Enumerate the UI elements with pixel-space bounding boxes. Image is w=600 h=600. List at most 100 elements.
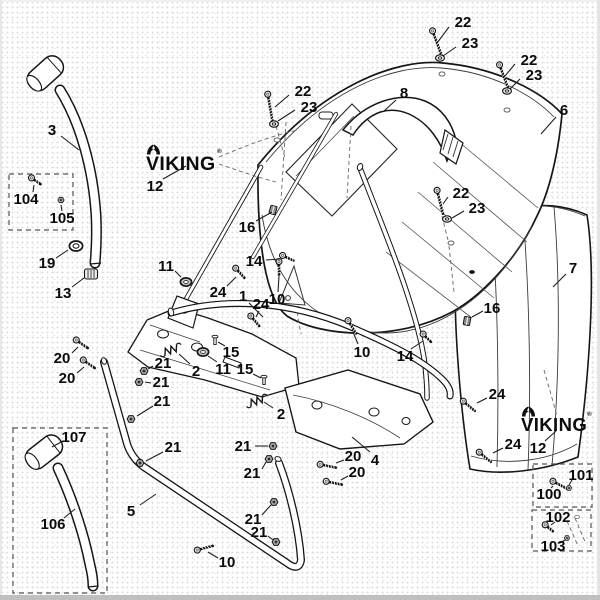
part-label-103: 103 <box>540 538 565 555</box>
part-label-15: 15 <box>237 361 254 378</box>
screw-24-c <box>459 397 477 413</box>
nut-103 <box>563 535 571 541</box>
leader-line <box>410 340 424 350</box>
part-label-4: 4 <box>371 452 380 469</box>
part-label-11: 11 <box>158 258 174 275</box>
screw-14-a <box>279 251 295 262</box>
leader-line <box>51 440 64 448</box>
screw-22-c <box>264 90 274 122</box>
part-support-strut-right <box>356 163 430 401</box>
leader-line <box>476 397 488 404</box>
screw-24-a <box>232 264 246 280</box>
washer-23-b <box>501 87 513 95</box>
clip-16-b <box>462 315 472 327</box>
leader-line <box>504 63 516 77</box>
part-label-5: 5 <box>127 503 135 520</box>
screw-20-a <box>72 336 90 350</box>
nut-105 <box>57 196 65 204</box>
ring-19 <box>68 240 84 252</box>
part-label-21: 21 <box>154 393 171 410</box>
screw-10-c <box>193 544 215 554</box>
part-label-12: 12 <box>530 440 547 457</box>
leader-line <box>71 346 79 354</box>
leader-line <box>261 461 267 470</box>
hood-hole-b <box>503 107 511 113</box>
part-label-22: 22 <box>521 52 538 69</box>
registered-mark: ® <box>217 147 222 155</box>
leader-line <box>352 331 359 345</box>
washer-23-a <box>434 54 446 62</box>
part-label-13: 13 <box>55 285 72 302</box>
screw-20-b <box>79 356 97 370</box>
screw-22-a <box>429 27 443 57</box>
screw-104 <box>27 174 42 186</box>
part-label-24: 24 <box>489 386 506 403</box>
hood-slot <box>318 111 334 120</box>
part-label-21: 21 <box>244 465 261 482</box>
leader-line <box>540 116 557 135</box>
part-tube-3 <box>26 55 102 269</box>
part-label-20: 20 <box>349 464 366 481</box>
leader-line <box>76 366 85 374</box>
screw-22-d <box>433 186 445 215</box>
part-label-21: 21 <box>153 374 170 391</box>
leader-line <box>139 493 157 506</box>
leader-line <box>471 310 484 318</box>
part-label-11: 11 <box>215 361 231 378</box>
spring-2-b <box>245 393 268 409</box>
part-tube-106 <box>24 434 99 592</box>
screw-20-d <box>322 477 344 487</box>
part-label-20: 20 <box>54 350 71 367</box>
screw-20-c <box>316 460 338 470</box>
leader-line <box>136 405 154 417</box>
screw-10-b <box>344 317 358 335</box>
part-label-22: 22 <box>455 14 472 31</box>
leader-line <box>217 341 226 347</box>
leader-line <box>63 508 76 519</box>
registered-mark: ® <box>587 410 592 418</box>
part-label-23: 23 <box>462 35 479 52</box>
part-label-23: 23 <box>301 99 318 116</box>
part-label-20: 20 <box>59 370 76 387</box>
leader-line <box>255 211 273 222</box>
screw-24-b <box>247 312 261 328</box>
part-label-10: 10 <box>354 344 371 361</box>
part-support-strut-left <box>179 164 264 309</box>
leader-line <box>509 78 521 90</box>
part-label-20: 20 <box>345 448 362 465</box>
pin-15-a <box>211 334 219 345</box>
part-handle-8 <box>341 96 464 165</box>
assembly-dashed-lines <box>218 121 587 547</box>
leader-line <box>252 373 262 379</box>
leader-line <box>207 551 219 559</box>
nut-21-h <box>271 538 281 546</box>
leader-line <box>492 447 504 454</box>
part-label-2: 2 <box>277 406 285 423</box>
part-label-16: 16 <box>239 219 256 236</box>
part-label-19: 19 <box>39 255 56 272</box>
viking-horns-icon <box>147 144 160 155</box>
leader-line <box>55 249 69 259</box>
nut-21-f <box>264 455 274 463</box>
part-label-10: 10 <box>269 291 286 308</box>
part-label-12: 12 <box>147 178 164 195</box>
leader-line <box>552 273 567 288</box>
part-label-21: 21 <box>165 439 182 456</box>
leader-line <box>340 475 349 481</box>
part-label-21: 21 <box>245 511 262 528</box>
inset-box-100-101 <box>532 463 593 508</box>
leader-line <box>442 196 449 205</box>
part-hood-6 <box>257 61 563 334</box>
part-label-101: 101 <box>568 467 593 484</box>
leader-line <box>436 26 450 44</box>
leader-line <box>263 401 274 409</box>
nut-21-c <box>126 415 136 423</box>
leader-line <box>32 184 35 193</box>
part-label-21: 21 <box>251 524 268 541</box>
part-frame-5 <box>100 357 305 571</box>
screw-24-d <box>475 448 493 464</box>
nut-21-b <box>134 378 144 386</box>
screw-10-a <box>275 257 283 276</box>
part-label-102: 102 <box>545 509 570 526</box>
